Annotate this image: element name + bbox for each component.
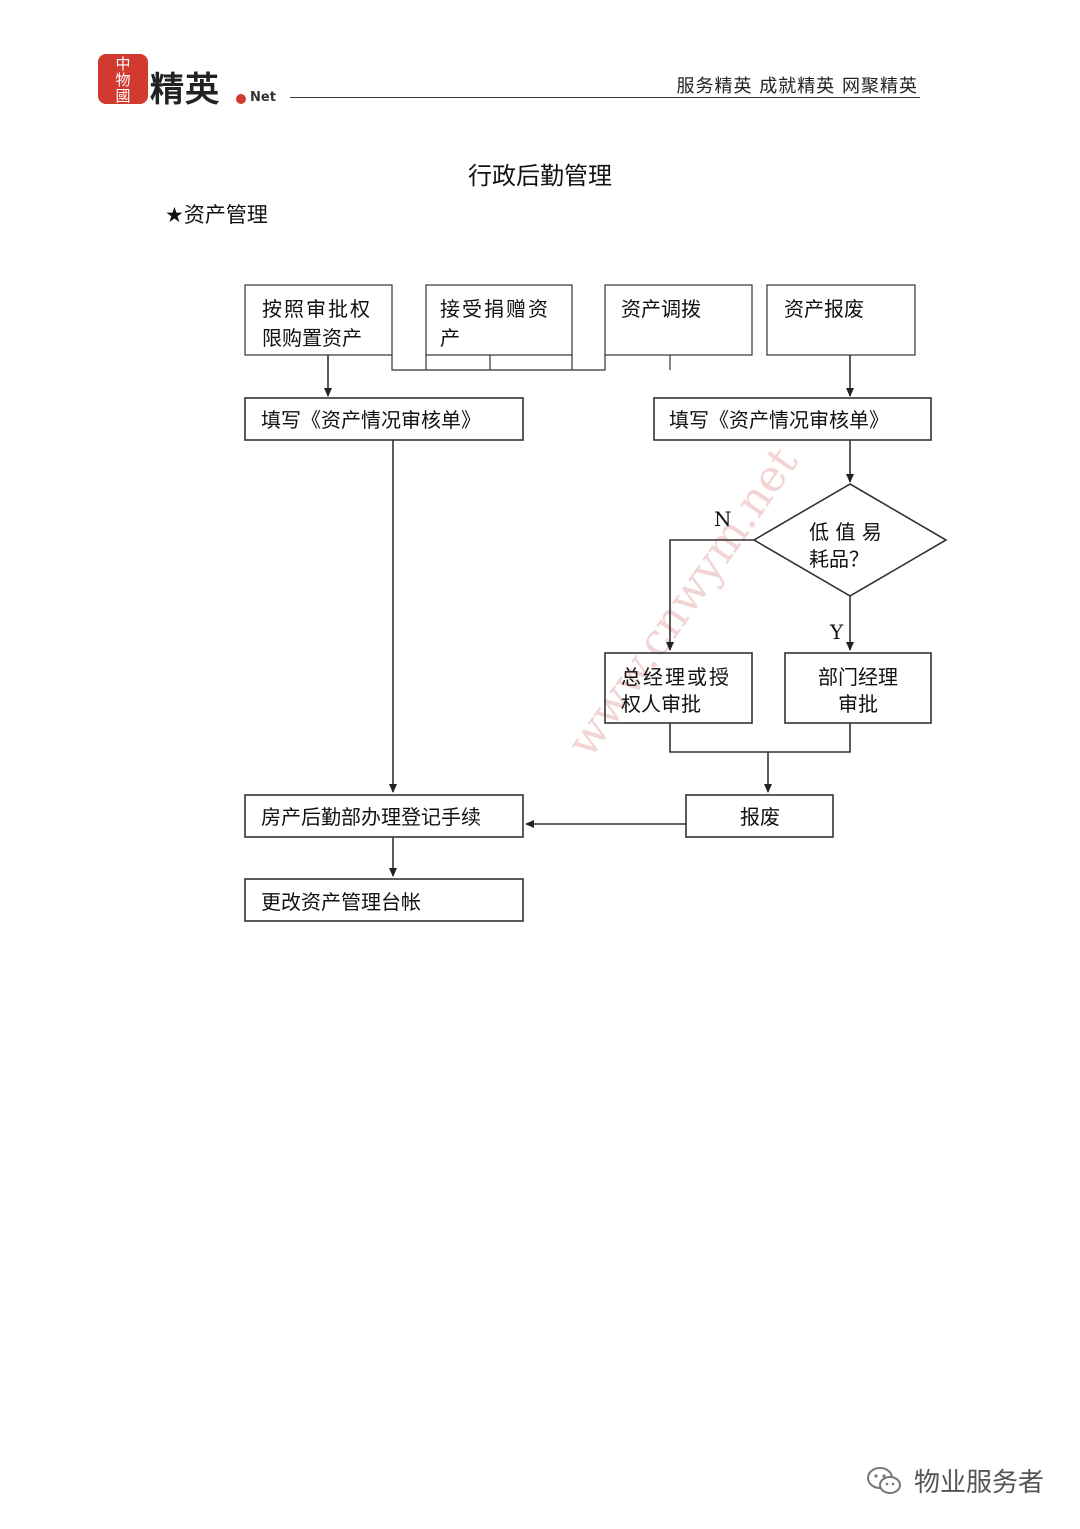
box-gm-approval <box>604 652 753 724</box>
box-fill-form-left <box>244 397 524 441</box>
label-decision-1: 低 值 易 <box>809 520 882 544</box>
label-purchase-2: 限购置资产 <box>262 326 362 350</box>
label-gm-approval-1: 总经理或授 <box>621 665 731 689</box>
box-register <box>244 794 524 838</box>
label-fill-form-left: 填写《资产情况审核单》 <box>261 408 481 432</box>
footer-account: 物业服务者 <box>913 1468 1044 1498</box>
logo-suffix: Net <box>250 90 276 105</box>
label-dept-approval-2: 审批 <box>838 692 878 716</box>
label-register: 房产后勤部办理登记手续 <box>261 805 481 829</box>
approval-merge <box>669 723 851 753</box>
box-fill-form-right <box>653 397 932 441</box>
header-slogan: 服务精英 成就精英 网聚精英 <box>676 76 918 97</box>
seal-char: 國 <box>115 87 131 105</box>
label-fill-form-right: 填写《资产情况审核单》 <box>669 408 889 432</box>
label-donation-2: 产 <box>440 326 460 350</box>
label-purchase-1: 按照审批权 <box>262 297 372 321</box>
seal-char: 物 <box>115 71 131 89</box>
wechat-icon <box>867 1467 901 1494</box>
box-donation <box>425 284 573 356</box>
label-branch-yes: Y <box>829 620 844 644</box>
box-dept-approval <box>784 652 932 724</box>
arrow-no-branch <box>666 539 754 651</box>
label-update-ledger: 更改资产管理台帐 <box>261 890 421 914</box>
label-donation-1: 接受捐赠资 <box>440 297 550 321</box>
label-transfer: 资产调拨 <box>621 297 701 321</box>
label-decision-2: 耗品？ <box>809 547 869 571</box>
label-scrap: 报废 <box>740 805 780 829</box>
logo-name: 精英 <box>150 70 220 110</box>
label-scrap-request: 资产报废 <box>784 297 864 321</box>
seal-char: 中 <box>115 55 131 73</box>
page-title: 行政后勤管理 <box>468 162 612 190</box>
logo-seal: 中 物 國 <box>98 54 148 104</box>
box-purchase <box>244 284 393 356</box>
label-branch-no: N <box>714 507 732 531</box>
box-update-ledger <box>244 878 524 922</box>
watermark: www.cnwym.net <box>557 438 808 767</box>
merge-connector <box>391 355 606 371</box>
header-rule <box>290 97 920 98</box>
section-heading: ★资产管理 <box>165 203 268 227</box>
logo-dot <box>236 94 246 104</box>
box-scrap <box>685 794 834 838</box>
box-scrap-request <box>766 284 916 356</box>
box-transfer <box>604 284 753 356</box>
label-gm-approval-2: 权人审批 <box>621 692 701 716</box>
label-dept-approval-1: 部门经理 <box>818 665 898 689</box>
